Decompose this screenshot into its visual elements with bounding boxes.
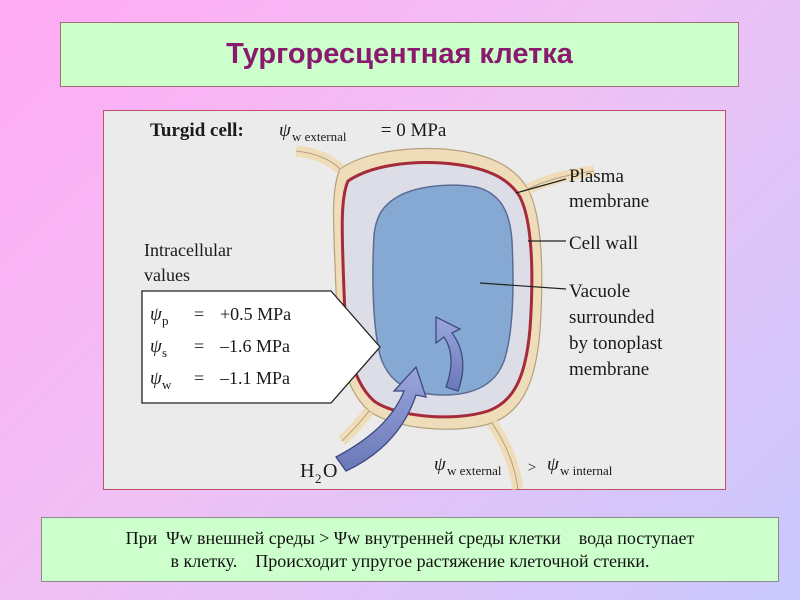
equals-sign: =	[194, 368, 204, 388]
caption-line-2: в клетку. Происходит упругое растяжение …	[170, 550, 650, 571]
value-text: –1.6 MPa	[219, 336, 290, 356]
intracellular-label-line1: Intracellular	[144, 240, 232, 260]
equals-sign: =	[194, 336, 204, 356]
value-row-pressure: ψ p = +0.5 MPa	[150, 304, 291, 328]
water-inflow-arrow-lower	[335, 365, 427, 472]
values-callout	[141, 290, 381, 404]
slide-title: Тургоресцентная клетка	[226, 38, 573, 70]
vacuole-label-2: surrounded	[569, 307, 655, 328]
vacuole-label-1: Vacuole	[569, 281, 630, 302]
heading-psi: ψ	[279, 120, 292, 141]
caption-text: При Ψw внешней среды > Ψw внутренней сре…	[126, 527, 695, 573]
value-text: –1.1 MPa	[219, 368, 290, 388]
formula-greater-than: >	[524, 460, 540, 476]
psi-symbol: ψ	[150, 368, 163, 389]
formula-sub-internal: w internal	[560, 463, 613, 478]
caption-line-1: При Ψw внешней среды > Ψw внутренней сре…	[125, 527, 695, 548]
turgid-cell-diagram: Turgid cell: ψ w external = 0 MPa Intrac…	[141, 120, 663, 490]
vacuole-leader	[479, 282, 567, 290]
psi-subscript: w	[162, 377, 172, 392]
value-text: +0.5 MPa	[220, 304, 291, 324]
title-box: Тургоресцентная клетка	[60, 22, 739, 87]
caption-box: При Ψw внешней среды > Ψw внутренней сре…	[41, 517, 779, 582]
plasma-membrane-label-1: Plasma	[569, 166, 624, 187]
water-label-tail: O	[323, 460, 337, 482]
psi-symbol: ψ	[150, 336, 163, 357]
cell-wall-label: Cell wall	[569, 233, 638, 254]
plasma-membrane-label-2: membrane	[569, 191, 649, 212]
plasma-membrane-leader	[515, 178, 567, 194]
psi-symbol: ψ	[150, 304, 163, 325]
intracellular-label-line2: values	[144, 265, 190, 285]
psi-subscript: p	[162, 313, 169, 328]
value-row-water: ψ w = –1.1 MPa	[150, 368, 290, 392]
formula-psi-external: ψ	[434, 454, 447, 475]
turgid-cell-figure: Turgid cell: ψ w external = 0 MPa Intrac…	[103, 110, 726, 490]
water-label: H	[300, 460, 314, 482]
vacuole-label-3: by tonoplast	[569, 333, 663, 354]
water-label-subscript: 2	[315, 471, 322, 486]
equals-sign: =	[194, 304, 204, 324]
water-inflow-arrow-upper	[435, 315, 464, 392]
value-row-solute: ψ s = –1.6 MPa	[150, 336, 290, 360]
vacuole-label-4: membrane	[569, 359, 649, 380]
figure-heading: Turgid cell:	[150, 120, 244, 141]
psi-subscript: s	[162, 345, 167, 360]
formula-psi-internal: ψ	[547, 454, 560, 475]
heading-subscript: w external	[292, 129, 347, 144]
heading-value: = 0 MPa	[376, 120, 447, 141]
formula-sub-external: w external	[447, 463, 502, 478]
vacuole	[372, 184, 514, 396]
